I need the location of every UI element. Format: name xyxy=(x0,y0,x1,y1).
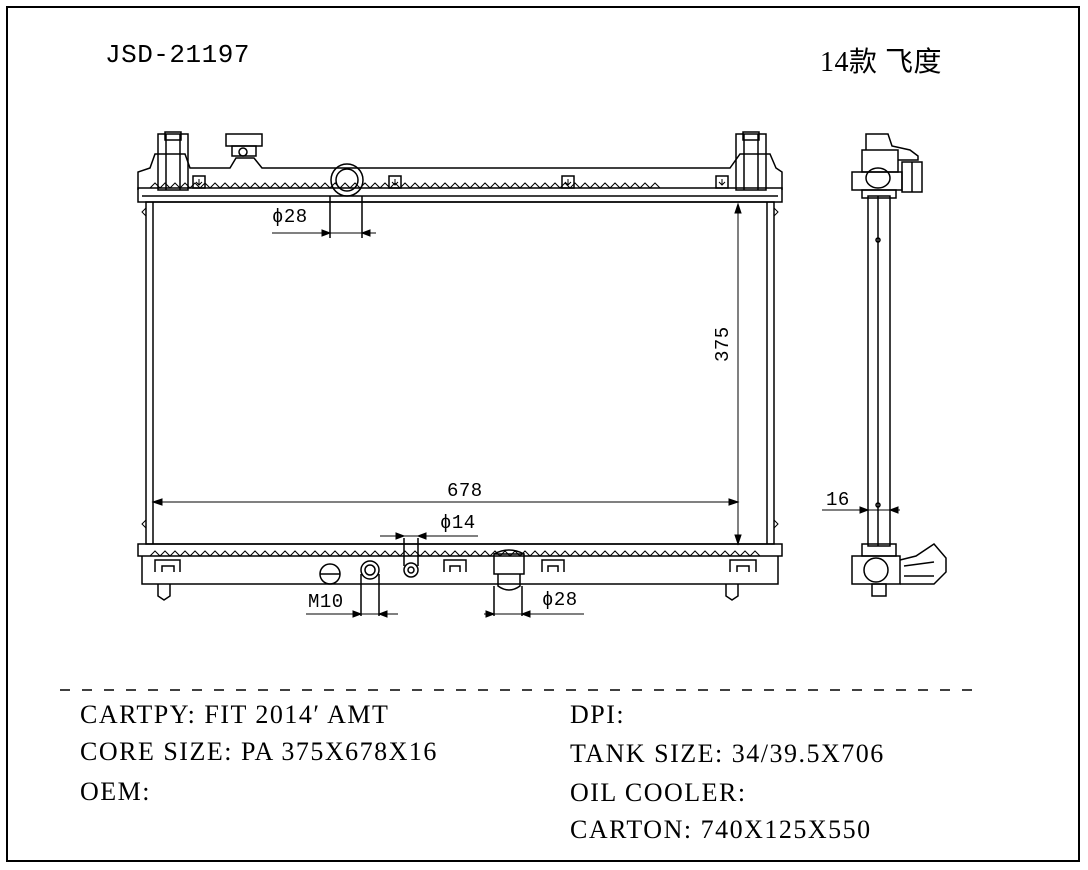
dim-thread: M10 xyxy=(308,591,344,613)
spec-carton: CARTON: 740X125X550 xyxy=(570,815,872,844)
dim-core-thickness: 16 xyxy=(826,489,850,511)
upper-header xyxy=(137,187,783,203)
model-label: 14款 飞度 xyxy=(820,47,943,78)
filler-cap xyxy=(225,133,263,147)
dim-upper-pipe: ϕ28 xyxy=(272,206,308,228)
thread-boss xyxy=(360,560,380,580)
part-number: JSD-21197 xyxy=(105,40,250,70)
dim-lower-pipe: ϕ28 xyxy=(542,589,578,611)
lower-header xyxy=(137,543,783,557)
spec-cartpy: CARTPY: FIT 2014′ AMT xyxy=(80,700,390,729)
spec-dpi: DPI: xyxy=(570,700,626,729)
spec-oem: OEM: xyxy=(80,777,151,806)
dim-small-pipe: ϕ14 xyxy=(440,512,476,534)
small-pipe xyxy=(403,538,419,566)
spec-oil-cooler: OIL COOLER: xyxy=(570,778,747,807)
drawing-frame xyxy=(6,6,1080,862)
spec-core-size: CORE SIZE: PA 375X678X16 xyxy=(80,737,438,766)
dim-width: 678 xyxy=(447,480,483,502)
spec-tank-size: TANK SIZE: 34/39.5X706 xyxy=(570,739,885,768)
upper-tank-outline xyxy=(137,153,783,190)
dim-height: 375 xyxy=(712,326,734,362)
upper-inlet-pipe xyxy=(330,163,364,197)
upper-right-bracket xyxy=(735,133,767,191)
lower-tank-outline xyxy=(141,556,779,585)
lower-outlet-pipe xyxy=(493,553,525,575)
upper-left-bracket xyxy=(157,133,189,191)
side-core xyxy=(867,195,891,547)
